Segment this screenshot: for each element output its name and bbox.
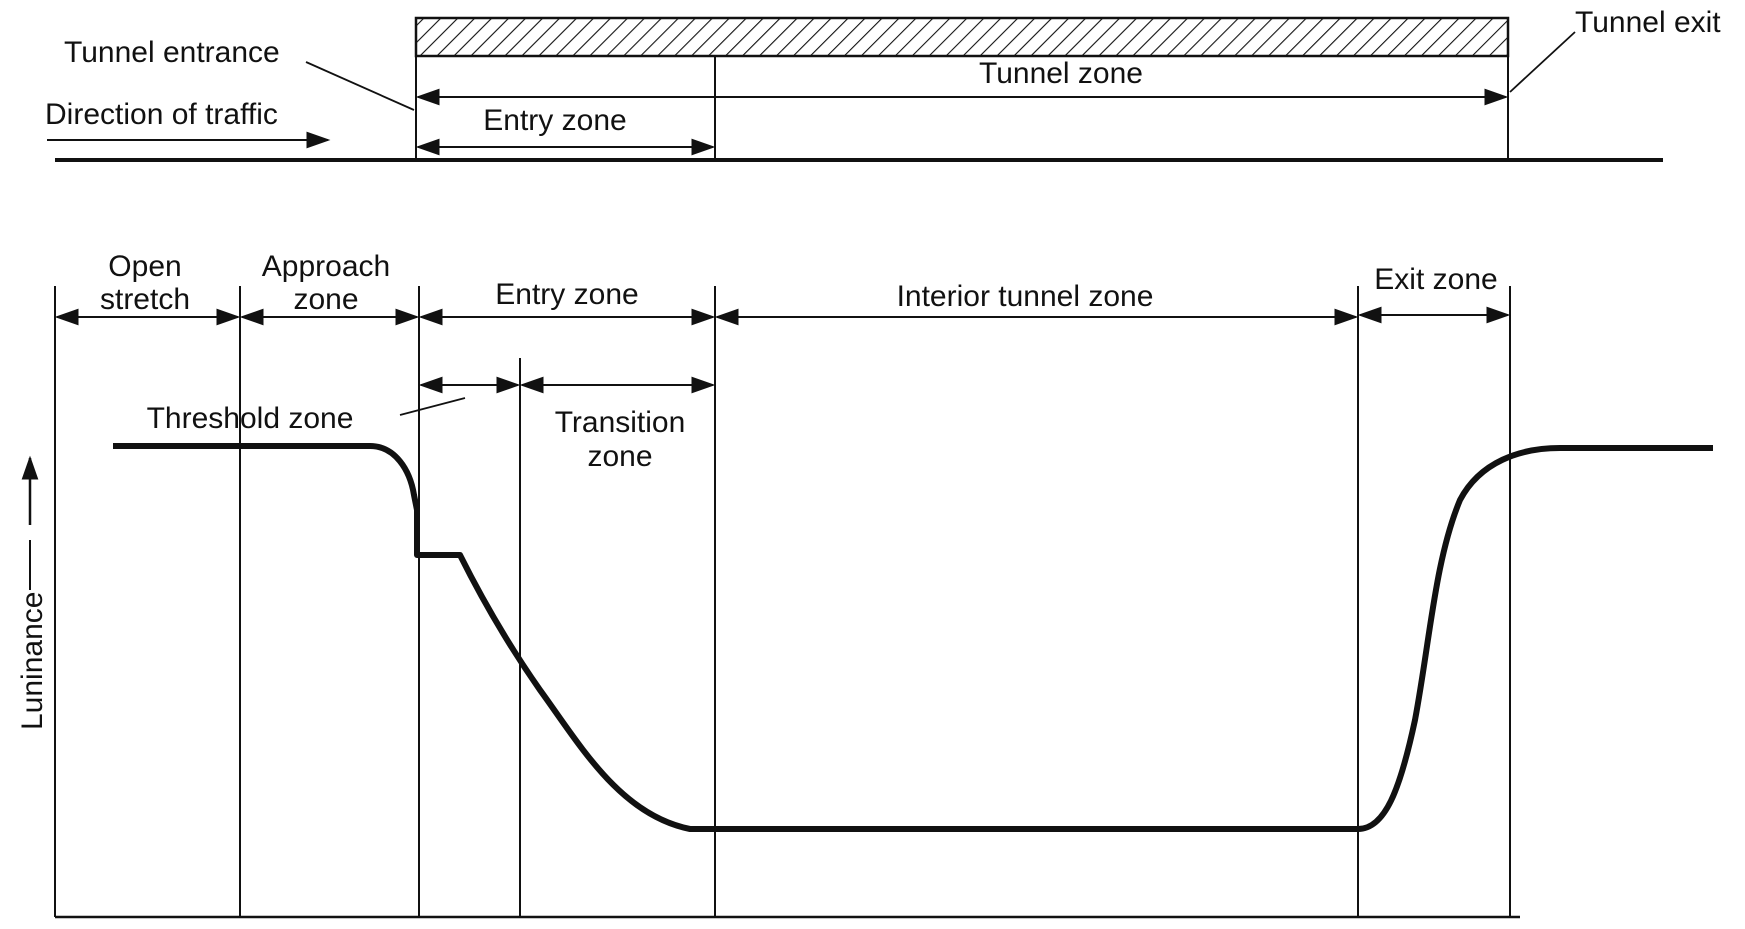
tunnel-exit-label: Tunnel exit	[1575, 6, 1721, 39]
open-stretch-label-1: Open	[108, 250, 181, 283]
threshold-zone-label: Threshold zone	[147, 402, 354, 435]
transition-zone-label-2: zone	[587, 440, 652, 473]
tunnel-exit-leader	[1509, 31, 1576, 93]
approach-zone-label-2: zone	[293, 283, 358, 316]
luminance-profile: Open stretch Approach zone Entry zone In…	[16, 250, 1713, 919]
entry-zone-label: Entry zone	[495, 278, 638, 311]
entry-zone-top-label: Entry zone	[483, 104, 626, 137]
tunnel-entrance-label: Tunnel entrance	[64, 36, 280, 69]
threshold-zone-leader	[399, 397, 466, 416]
approach-zone-label-1: Approach	[262, 250, 390, 283]
tunnel-structure-hatched	[414, 16, 1510, 58]
exit-zone-label: Exit zone	[1374, 263, 1497, 296]
y-axis-label: Luninance	[16, 592, 49, 730]
tunnel-layout: Tunnel entrance Tunnel exit Direction of…	[45, 6, 1721, 162]
interior-tunnel-zone-label: Interior tunnel zone	[897, 280, 1154, 313]
direction-of-traffic-label: Direction of traffic	[45, 98, 278, 131]
luminance-curve	[113, 443, 1713, 832]
open-stretch-label-2: stretch	[100, 283, 190, 316]
tunnel-zone-label: Tunnel zone	[979, 57, 1143, 90]
transition-zone-label-1: Transition	[555, 406, 686, 439]
tunnel-entrance-leader	[305, 61, 415, 111]
